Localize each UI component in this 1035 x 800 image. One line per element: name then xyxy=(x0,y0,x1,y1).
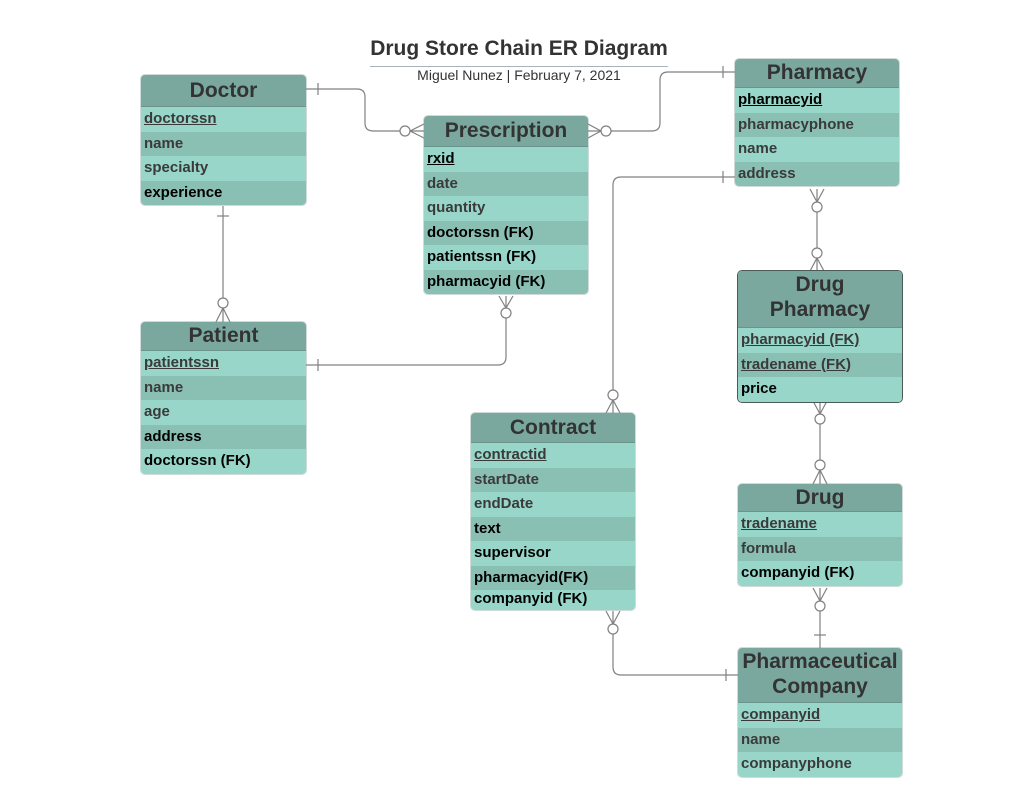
zero-marker-icon xyxy=(811,201,823,213)
connector-patient-prescription[interactable] xyxy=(306,295,514,371)
attribute-primary-key: patientssn xyxy=(141,351,306,376)
zero-marker-icon xyxy=(217,297,229,309)
entity-title: Doctor xyxy=(141,75,306,107)
crowfoot-icon xyxy=(587,123,602,139)
connector-pharmacy-contract[interactable] xyxy=(605,171,735,414)
connector-contract-company[interactable] xyxy=(605,610,738,681)
attribute: name xyxy=(141,131,306,156)
entity-prescription[interactable]: Prescription rxid date quantity doctorss… xyxy=(424,116,588,294)
crowfoot-icon xyxy=(409,123,425,139)
entity-title: Prescription xyxy=(424,116,588,147)
attribute: name xyxy=(738,727,902,752)
attribute: age xyxy=(141,400,306,425)
crowfoot-icon xyxy=(809,188,825,203)
entity-doctor[interactable]: Doctor doctorssn name specialty experien… xyxy=(141,75,306,205)
attribute-primary-key: pharmacyid xyxy=(735,88,899,113)
attribute: quantity xyxy=(424,196,588,221)
title-divider xyxy=(370,66,668,67)
attribute-foreign-key: companyid (FK) xyxy=(471,590,635,610)
connector-drugpharmacy-drug[interactable] xyxy=(812,400,828,485)
attribute-primary-key: contractid xyxy=(471,443,635,468)
attribute: specialty xyxy=(141,156,306,181)
attribute-foreign-key: patientssn (FK) xyxy=(424,245,588,270)
zero-marker-icon xyxy=(814,600,826,612)
zero-marker-icon xyxy=(607,389,619,401)
crowfoot-icon xyxy=(809,257,825,272)
entity-title-line: Drug xyxy=(795,273,845,296)
zero-marker-icon xyxy=(811,247,823,259)
entity-drug[interactable]: Drug tradename formula companyid (FK) xyxy=(738,484,902,586)
entity-title-line: Pharmacy xyxy=(769,298,871,321)
entity-title: Pharmacy xyxy=(735,59,899,88)
attribute: supervisor xyxy=(471,541,635,566)
entity-contract[interactable]: Contract contractid startDate endDate te… xyxy=(471,413,635,610)
attribute-primary-key: tradename (FK) xyxy=(738,352,902,377)
crowfoot-icon xyxy=(605,399,621,414)
attribute-primary-key: rxid xyxy=(424,147,588,172)
attribute: companyphone xyxy=(738,752,902,777)
attribute: name xyxy=(141,375,306,400)
attribute: formula xyxy=(738,536,902,561)
entity-title: Drug xyxy=(738,484,902,512)
attribute: date xyxy=(424,171,588,196)
crowfoot-icon xyxy=(605,610,621,625)
crowfoot-icon xyxy=(812,400,828,415)
connector-doctor-prescription[interactable] xyxy=(306,83,425,139)
entity-title: Pharmaceutical Company xyxy=(738,648,902,703)
zero-marker-icon xyxy=(399,125,411,137)
attribute: address xyxy=(141,424,306,449)
attribute-foreign-key: companyid (FK) xyxy=(738,561,902,586)
attribute: address xyxy=(735,161,899,186)
diagram-subtitle: Miguel Nunez | February 7, 2021 xyxy=(417,67,621,83)
entity-title-line: Pharmaceutical xyxy=(742,650,898,673)
attribute-primary-key: companyid xyxy=(738,703,902,728)
entity-pharmaceutical-company[interactable]: Pharmaceutical Company companyid name co… xyxy=(738,648,902,777)
crowfoot-icon xyxy=(215,307,231,323)
attribute-foreign-key: pharmacyid (FK) xyxy=(424,269,588,294)
attribute-primary-key: pharmacyid (FK) xyxy=(738,328,902,353)
zero-marker-icon xyxy=(500,307,512,319)
crowfoot-icon xyxy=(812,587,828,602)
zero-marker-icon xyxy=(607,623,619,635)
connector-drug-company[interactable] xyxy=(812,587,828,648)
entity-title: Patient xyxy=(141,322,306,351)
attribute: endDate xyxy=(471,492,635,517)
crowfoot-icon xyxy=(498,295,514,309)
attribute-primary-key: doctorssn xyxy=(141,107,306,132)
attribute-primary-key: tradename xyxy=(738,512,902,537)
zero-marker-icon xyxy=(814,413,826,425)
connector-pharmacy-prescription[interactable] xyxy=(587,66,735,139)
entity-pharmacy[interactable]: Pharmacy pharmacyid pharmacyphone name a… xyxy=(735,59,899,186)
attribute-foreign-key: doctorssn (FK) xyxy=(424,220,588,245)
entity-drug-pharmacy[interactable]: Drug Pharmacy pharmacyid (FK) tradename … xyxy=(738,271,902,402)
connector-pharmacy-drugpharmacy[interactable] xyxy=(809,188,825,272)
attribute: name xyxy=(735,137,899,162)
connector-doctor-patient[interactable] xyxy=(215,206,231,323)
zero-marker-icon xyxy=(814,459,826,471)
attribute: text xyxy=(471,516,635,541)
attribute: experience xyxy=(141,180,306,205)
attribute: pharmacyphone xyxy=(735,112,899,137)
diagram-title: Drug Store Chain ER Diagram xyxy=(370,37,668,60)
attribute-foreign-key: pharmacyid(FK) xyxy=(471,565,635,590)
attribute-foreign-key: doctorssn (FK) xyxy=(141,449,306,474)
entity-title: Contract xyxy=(471,413,635,443)
attribute: price xyxy=(738,377,902,402)
attribute: startDate xyxy=(471,467,635,492)
entity-title-line: Company xyxy=(772,675,868,698)
crowfoot-icon xyxy=(812,469,828,485)
zero-marker-icon xyxy=(600,125,612,137)
entity-patient[interactable]: Patient patientssn name age address doct… xyxy=(141,322,306,474)
entity-title: Drug Pharmacy xyxy=(738,271,902,328)
